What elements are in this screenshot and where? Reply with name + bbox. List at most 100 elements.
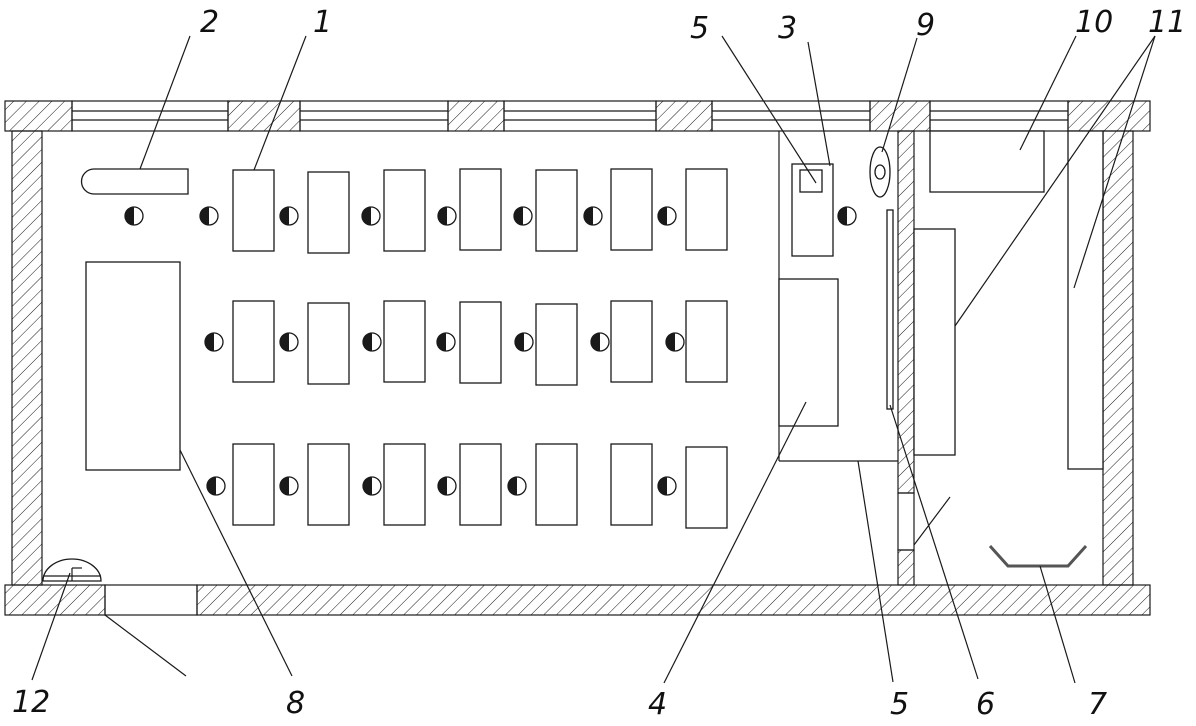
leader-door (913, 496, 951, 546)
leader-11-a (954, 35, 1156, 327)
top-wall-right (1067, 100, 1151, 132)
leader-lines (31, 35, 1156, 684)
label-9: 9 (916, 8, 935, 43)
desk (383, 300, 426, 383)
window-3 (503, 100, 657, 132)
chair (362, 476, 382, 496)
board (886, 209, 894, 410)
label-3: 3 (778, 11, 797, 46)
partition-door-opening (897, 492, 915, 551)
label-2: 2 (200, 5, 219, 40)
label-5-top: 5 (690, 11, 709, 46)
label-11: 11 (1148, 5, 1186, 40)
chair (199, 206, 219, 226)
desk (459, 301, 502, 384)
top-wall-pier-1 (227, 100, 301, 132)
chair (665, 332, 685, 352)
leader-12 (31, 572, 71, 681)
desk (307, 443, 350, 526)
label-12: 12 (12, 685, 50, 720)
window-1 (71, 100, 229, 132)
leader-5-bottom (857, 460, 894, 683)
chair (590, 332, 610, 352)
window-5 (929, 100, 1069, 132)
desk (610, 168, 653, 251)
window-4 (711, 100, 871, 132)
chair (279, 206, 299, 226)
corner-bin (42, 558, 102, 582)
desk (232, 300, 275, 383)
chair (362, 332, 382, 352)
label-5-bottom: 5 (890, 687, 909, 722)
chair (507, 476, 527, 496)
desk (685, 446, 728, 529)
chair (837, 206, 857, 226)
rounded-bench (80, 168, 189, 195)
cabinet-right (1067, 130, 1104, 470)
desk (459, 443, 502, 526)
label-7: 7 (1088, 687, 1107, 722)
desk (232, 443, 275, 526)
partition-wall-lower (897, 549, 915, 586)
teacher-desk (778, 278, 839, 427)
left-wall (11, 130, 43, 586)
chair (124, 206, 144, 226)
chair (279, 332, 299, 352)
large-table (85, 261, 181, 471)
desk (535, 169, 578, 252)
chair (206, 476, 226, 496)
bottom-wall-right (196, 584, 1151, 616)
bottom-wall-left (4, 584, 106, 616)
leader-entrance (104, 614, 187, 677)
leader-9 (881, 37, 918, 153)
leader-2 (139, 35, 191, 170)
label-10: 10 (1075, 5, 1113, 40)
desk (685, 300, 728, 383)
chair (583, 206, 603, 226)
label-4: 4 (648, 687, 667, 722)
label-6: 6 (976, 687, 995, 722)
leader-10 (1019, 35, 1077, 151)
leader-3 (807, 41, 831, 167)
chair (514, 332, 534, 352)
leader-5-top (721, 35, 817, 184)
entrance-door-opening (104, 584, 198, 616)
leader-8 (179, 449, 293, 677)
teacher-area (778, 131, 898, 462)
top-wall-pier-2 (447, 100, 505, 132)
leader-7 (1039, 565, 1076, 684)
labels: 1 2 3 5 9 10 11 12 8 4 5 6 7 (12, 5, 1186, 722)
desk (459, 168, 502, 251)
leader-6 (889, 404, 979, 680)
desk (535, 443, 578, 526)
label-8: 8 (286, 686, 305, 721)
desk (383, 169, 426, 252)
desk (610, 300, 653, 383)
top-windows (71, 100, 1069, 132)
top-wall-pier-4 (869, 100, 931, 132)
chair (657, 476, 677, 496)
storage-room (913, 130, 1104, 568)
lectern-box (799, 169, 823, 193)
desk (383, 443, 426, 526)
desk (232, 169, 275, 252)
chair (513, 206, 533, 226)
window-2 (299, 100, 449, 132)
chair (279, 476, 299, 496)
desk (685, 168, 728, 251)
cabinet-top (929, 130, 1045, 193)
sink-tray (988, 544, 1088, 568)
desk (535, 303, 578, 386)
right-wall (1102, 130, 1134, 586)
chair (436, 332, 456, 352)
leader-11-b (1073, 35, 1156, 289)
top-wall-pier-3 (655, 100, 713, 132)
desks (232, 168, 728, 529)
desk (610, 443, 653, 526)
chair (361, 206, 381, 226)
top-wall-left (4, 100, 73, 132)
chair (437, 206, 457, 226)
chairs (124, 206, 857, 496)
chair (657, 206, 677, 226)
